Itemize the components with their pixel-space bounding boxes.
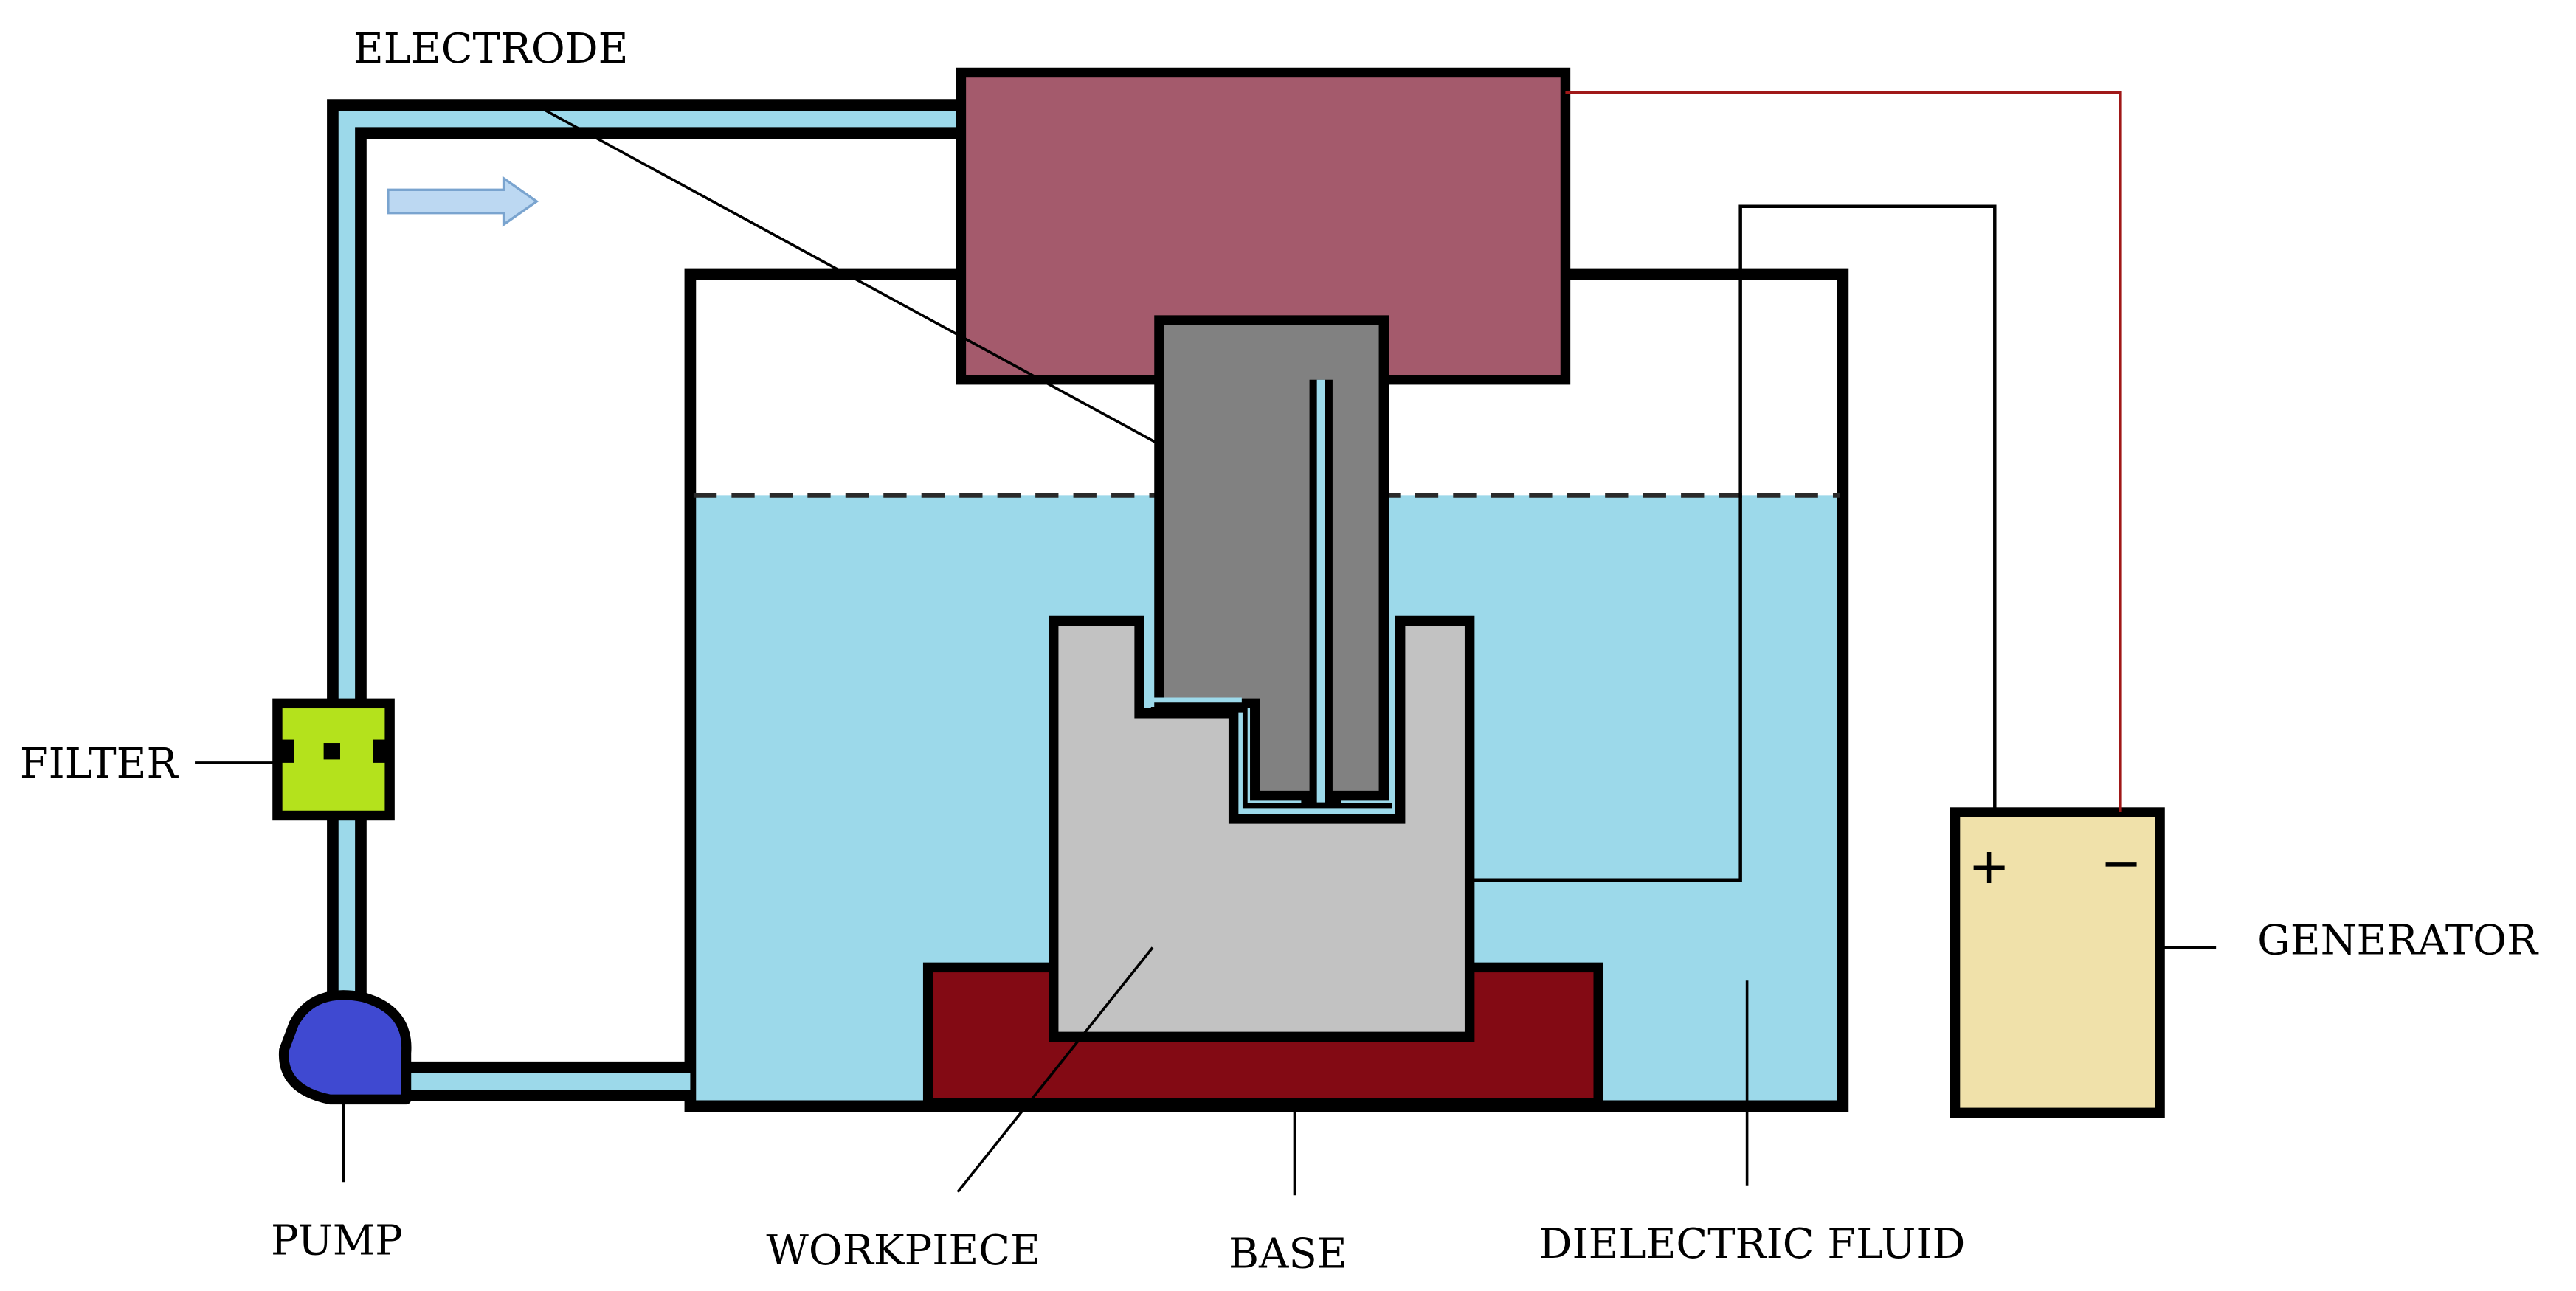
label-filter: FILTER bbox=[20, 740, 179, 788]
label-pump: PUMP bbox=[271, 1217, 403, 1265]
generator-wire-negative bbox=[1565, 91, 2122, 813]
label-electrode: ELECTRODE bbox=[353, 25, 629, 73]
label-base: BASE bbox=[1229, 1231, 1347, 1278]
generator-wire-positive bbox=[1469, 204, 1997, 882]
pump bbox=[278, 990, 412, 1105]
flow-arrow-icon bbox=[387, 176, 539, 227]
filter bbox=[272, 698, 395, 821]
generator bbox=[1950, 807, 2165, 1118]
workpiece bbox=[1049, 615, 1475, 1042]
generator-plus-terminal: + bbox=[1968, 837, 2009, 895]
label-generator: GENERATOR bbox=[2257, 916, 2539, 964]
generator-minus-terminal: − bbox=[2101, 834, 2142, 892]
label-dielectric-fluid: DIELECTRIC FLUID bbox=[1539, 1220, 1966, 1268]
label-workpiece: WORKPIECE bbox=[766, 1227, 1040, 1275]
leader-lines bbox=[195, 104, 2217, 1196]
